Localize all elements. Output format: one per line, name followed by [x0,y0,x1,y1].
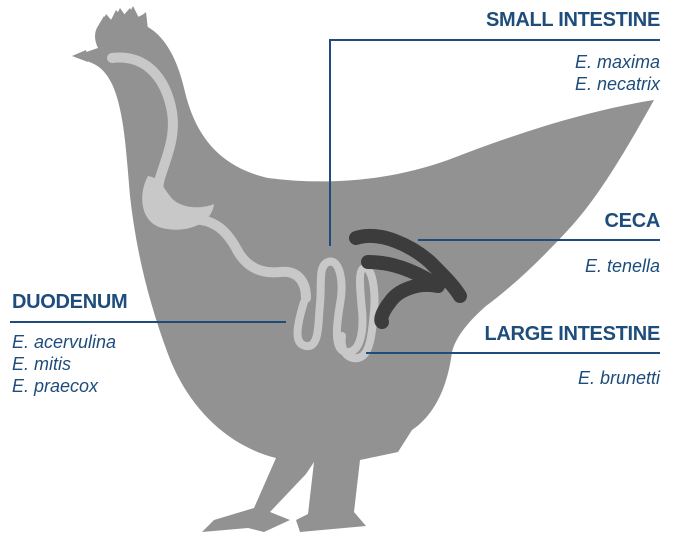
species-e-acervulina: E. acervulina [12,331,116,353]
small-intestine-title: SMALL INTESTINE [486,9,660,32]
beak [72,50,88,62]
species-e-brunetti: E. brunetti [578,367,660,389]
large-intestine-title: LARGE INTESTINE [484,323,660,346]
ceca-title: CECA [605,210,660,233]
duodenum-species: E. acervulina E. mitis E. praecox [12,331,116,397]
comb [100,6,148,30]
large-intestine-species: E. brunetti [578,367,660,389]
species-e-mitis: E. mitis [12,353,116,375]
duodenum-title: DUODENUM [12,291,127,314]
species-e-maxima: E. maxima [575,51,660,73]
species-e-praecox: E. praecox [12,375,116,397]
small-intestine-species: E. maxima E. necatrix [575,51,660,95]
ceca-species: E. tenella [585,255,660,277]
species-e-necatrix: E. necatrix [575,73,660,95]
species-e-tenella: E. tenella [585,255,660,277]
